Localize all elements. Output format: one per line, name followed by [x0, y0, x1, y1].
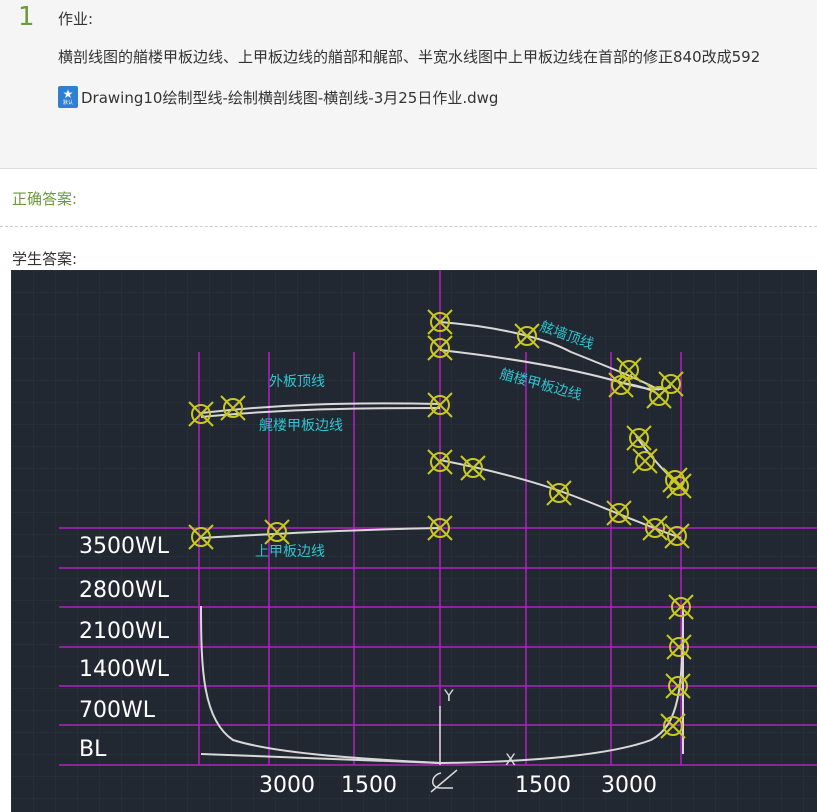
question-panel: 1 作业: 横剖线图的艏楼甲板边线、上甲板边线的艏部和艉部、半宽水线图中上甲板边… — [0, 0, 817, 169]
station-lines — [198, 270, 682, 765]
curve-label-upper-deck: 上甲板边线 — [255, 544, 325, 560]
waterline-label: 3500WL — [79, 534, 170, 559]
correct-answer-label: 正确答案: — [12, 190, 78, 208]
curve-label-outer-top: 外板顶线 — [269, 374, 325, 390]
divider — [0, 226, 817, 227]
attachment-link[interactable]: ★默认 Drawing10绘制型线-绘制横剖线图-横剖线-3月25日作业.dwg — [58, 86, 498, 108]
station-label: 3000 — [259, 773, 315, 798]
attachment-filename: Drawing10绘制型线-绘制横剖线图-横剖线-3月25日作业.dwg — [81, 88, 499, 107]
star-file-icon: ★默认 — [58, 86, 78, 108]
curve-label-aft-deck: 艉楼甲板边线 — [259, 418, 343, 434]
cad-drawing[interactable]: 3500WL 2800WL 2100WL 1400WL 700WL BL 300… — [11, 270, 817, 812]
question-number: 1 — [18, 2, 35, 32]
station-label: 1500 — [515, 773, 571, 798]
waterline-labels: 3500WL 2800WL 2100WL 1400WL 700WL BL — [79, 534, 170, 762]
question-label: 作业: — [58, 10, 94, 28]
axis-x-label: X — [505, 750, 516, 769]
centerline-icon — [430, 769, 458, 793]
question-text: 横剖线图的艏楼甲板边线、上甲板边线的艏部和艉部、半宽水线图中上甲板边线在首部的修… — [58, 48, 761, 66]
waterline-label: 700WL — [79, 698, 156, 723]
station-labels: 3000 1500 1500 3000 — [259, 773, 657, 798]
station-label: 1500 — [341, 773, 397, 798]
student-answer-label: 学生答案: — [12, 250, 78, 268]
axis-y-label: Y — [443, 686, 454, 705]
waterline-label: 1400WL — [79, 657, 170, 682]
waterline-label: 2100WL — [79, 619, 170, 644]
waterline-label: BL — [79, 737, 107, 762]
waterline-label: 2800WL — [79, 578, 170, 603]
station-label: 3000 — [601, 773, 657, 798]
